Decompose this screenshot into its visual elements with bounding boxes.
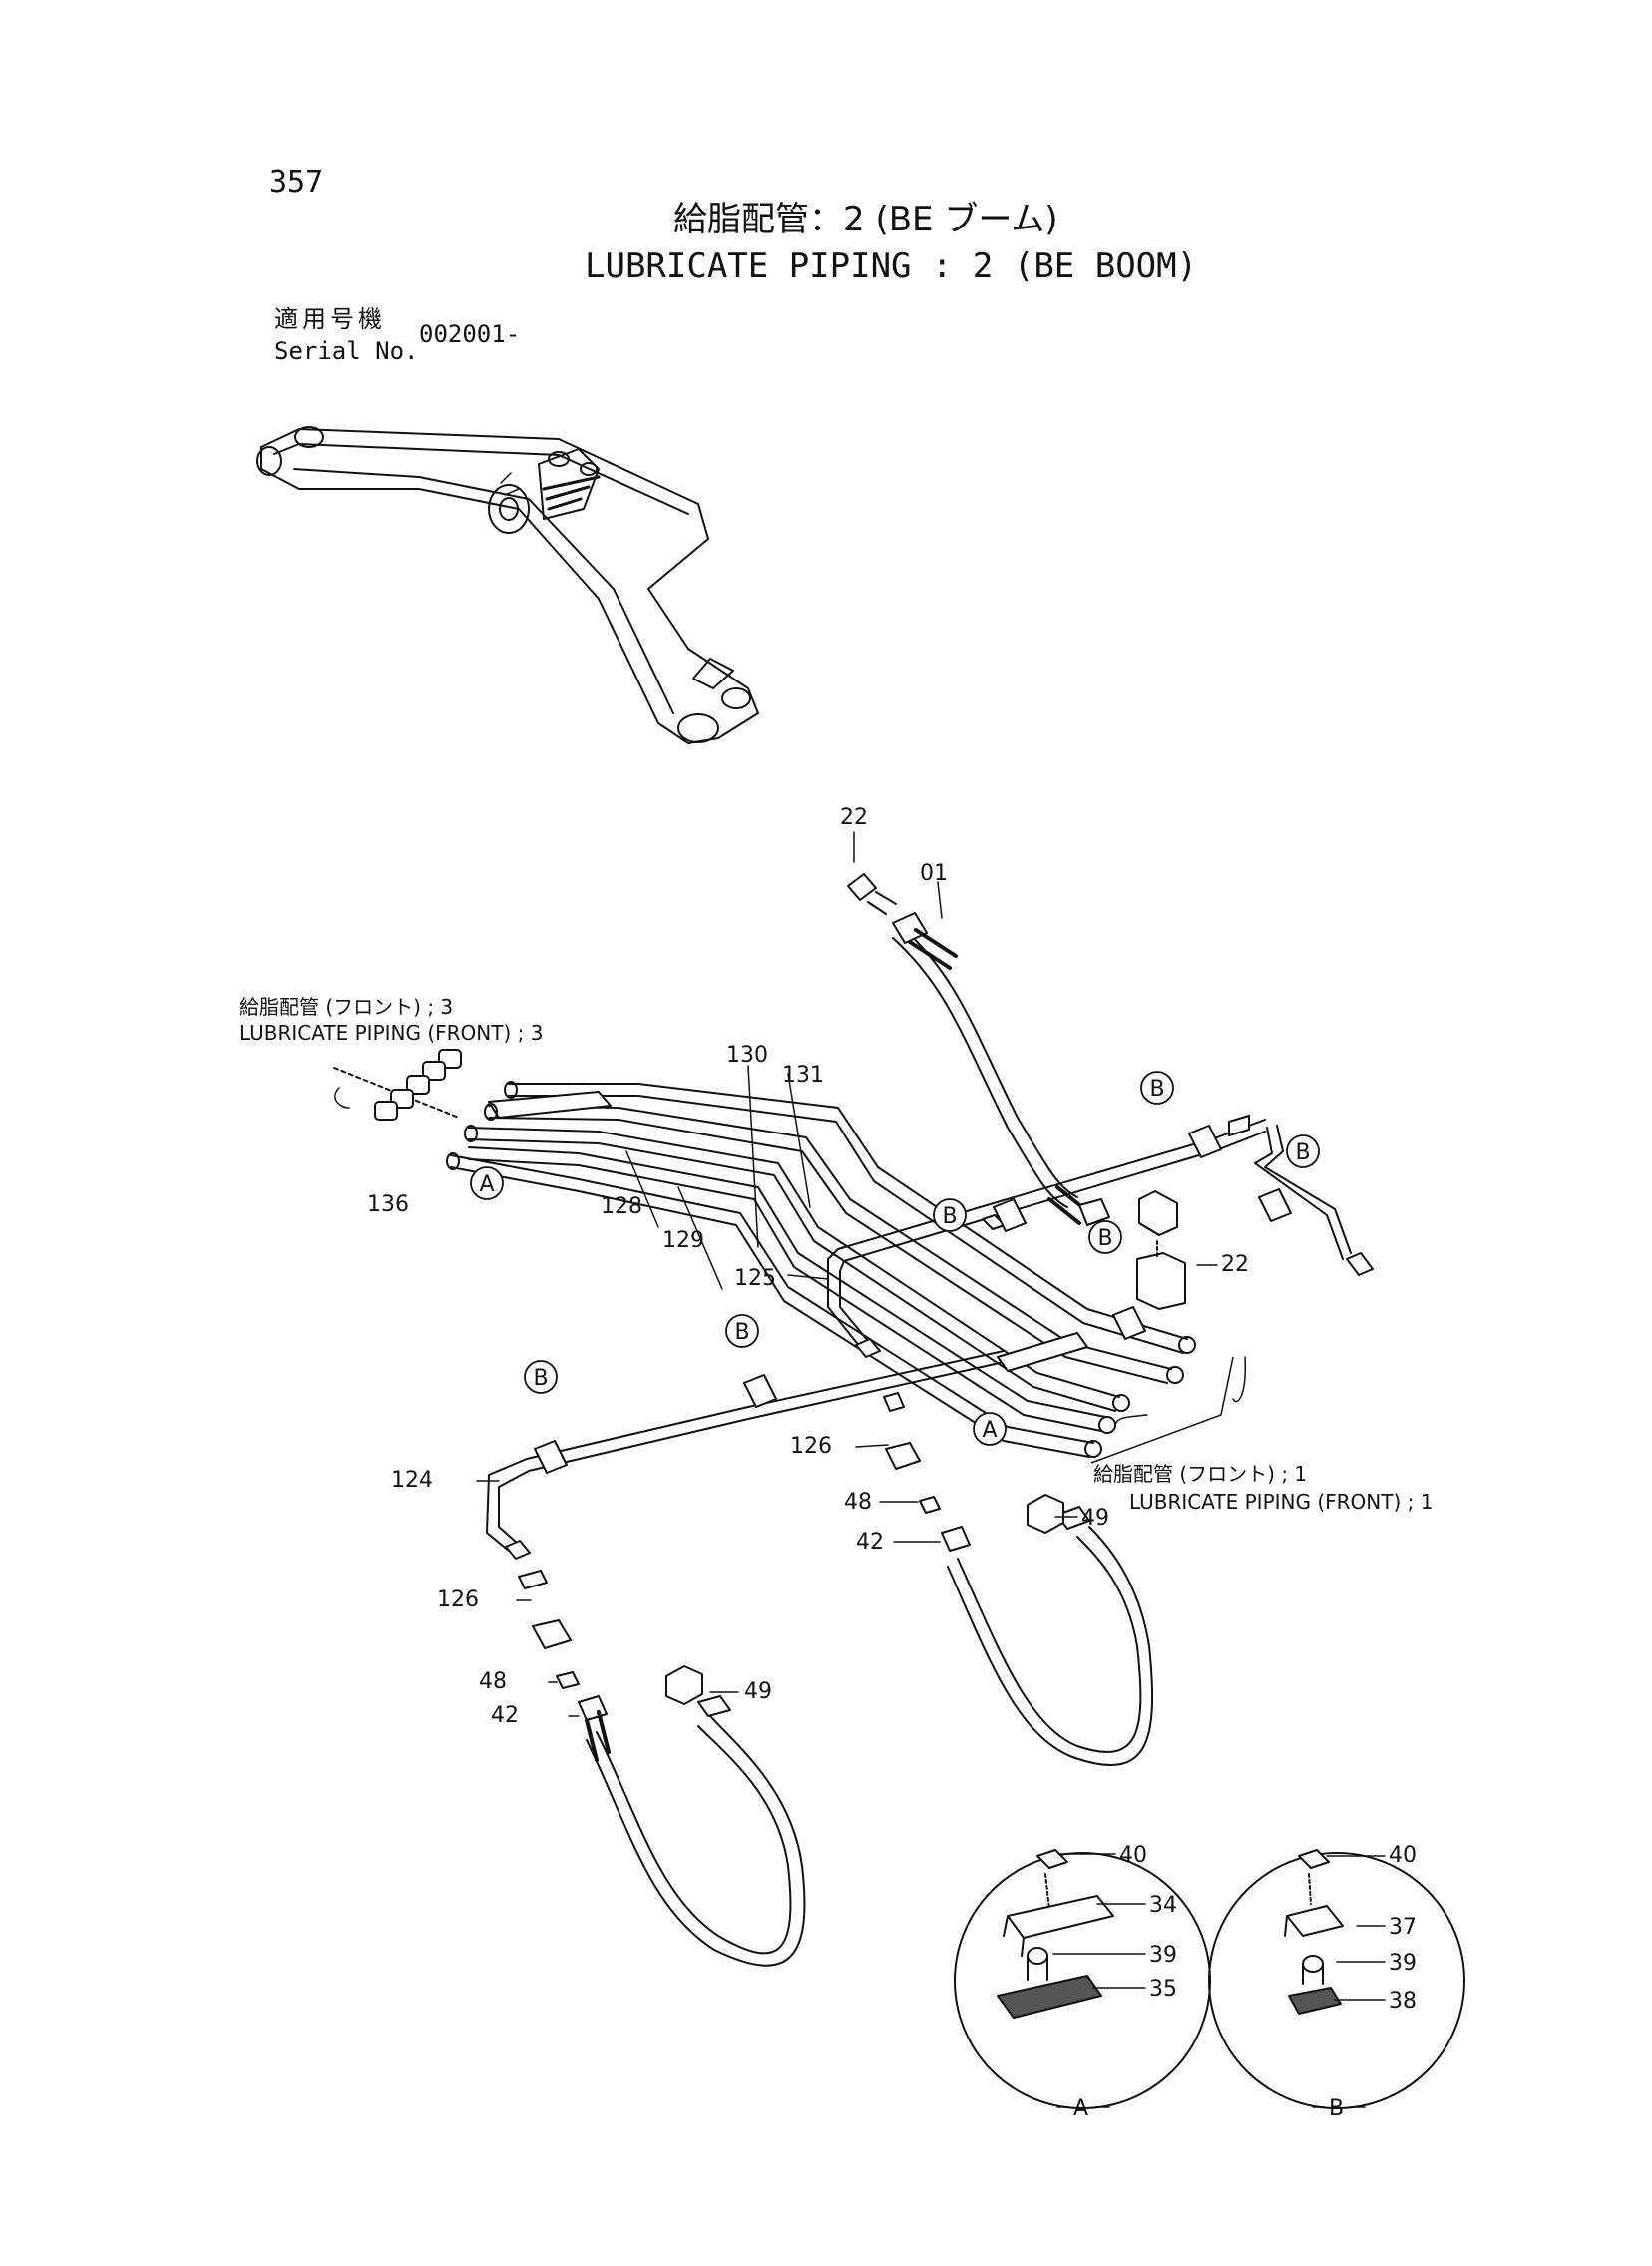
label-129: 129 (662, 1228, 704, 1253)
serial-label-japanese: 適用号機 (274, 305, 386, 333)
serial-number-value: 002001- (419, 320, 521, 348)
pipe-124 (486, 1350, 1005, 1560)
detail-b-caption: B (1329, 2096, 1344, 2121)
detail-b-label-37: 37 (1389, 1915, 1417, 1940)
label-22-top: 22 (840, 805, 868, 830)
reference-brackets (1090, 1356, 1234, 1464)
label-49-left: 49 (744, 1679, 772, 1704)
ref-front1-jp: 給脂配管 (フロント) ; 1 (1093, 1462, 1307, 1486)
pipe-125 (827, 1115, 1266, 1358)
label-124: 124 (391, 1468, 433, 1493)
serial-label-english: Serial No. (274, 337, 419, 365)
hose-group-left (518, 1570, 806, 1967)
elbow-22-lower (1136, 1190, 1186, 1310)
label-49-right: 49 (1081, 1506, 1109, 1531)
reference-notes: 給脂配管 (フロント) ; 3 LUBRICATE PIPING (FRONT)… (239, 995, 1433, 1514)
label-48-right: 48 (844, 1490, 872, 1515)
page-number: 357 (269, 165, 324, 200)
detail-b-label-39: 39 (1389, 1951, 1417, 1976)
callout-b-2: B (1295, 1140, 1310, 1165)
detail-a-label-39: 39 (1149, 1943, 1177, 1968)
label-126-left: 126 (437, 1587, 479, 1612)
label-42-right: 42 (856, 1530, 884, 1555)
detail-b-label-40: 40 (1389, 1843, 1417, 1868)
label-131: 131 (782, 1063, 824, 1088)
label-48-left: 48 (479, 1669, 507, 1694)
detail-a-label-34: 34 (1149, 1893, 1177, 1918)
label-130: 130 (726, 1043, 768, 1068)
title-japanese: 給脂配管：2 (BE ブーム) (673, 200, 1058, 239)
label-126-right: 126 (790, 1434, 832, 1459)
label-42-left: 42 (491, 1703, 519, 1728)
detail-a-caption: A (1073, 2096, 1088, 2121)
ref-front3-jp: 給脂配管 (フロント) ; 3 (239, 995, 453, 1019)
callout-letters: B B B B B B A A (479, 1077, 1310, 1443)
label-125: 125 (734, 1266, 776, 1291)
callout-b-4: B (1097, 1226, 1112, 1251)
label-01: 01 (920, 861, 948, 886)
pipe-right-branch (1254, 1125, 1374, 1276)
callout-a-1: A (479, 1172, 494, 1197)
detail-leaders-a (1052, 1853, 1366, 2108)
label-136: 136 (367, 1192, 409, 1217)
leader-lines (334, 831, 1246, 1717)
ref-front3-en: LUBRICATE PIPING (FRONT) ; 3 (239, 1021, 543, 1045)
fittings-136 (333, 1049, 462, 1121)
label-128: 128 (601, 1194, 642, 1219)
title-english: LUBRICATE PIPING : 2 (BE BOOM) (585, 246, 1198, 286)
boom-overview-illustration (256, 426, 759, 744)
part-labels: 22 01 130 131 136 128 129 22 125 124 126… (367, 805, 1417, 2121)
ref-front1-en: LUBRICATE PIPING (FRONT) ; 1 (1129, 1490, 1433, 1514)
callout-b-3: B (942, 1204, 957, 1229)
callout-a-2: A (982, 1418, 997, 1443)
detail-a-label-40: 40 (1119, 1843, 1147, 1868)
detail-a-label-35: 35 (1149, 1977, 1177, 2002)
hose-01 (847, 873, 1110, 1226)
callout-b-5: B (734, 1320, 749, 1345)
callout-circles (470, 1071, 1320, 1446)
detail-circle-b (1208, 1849, 1465, 2109)
hose-group-right (883, 1392, 1154, 1766)
callout-b-6: B (533, 1366, 548, 1391)
pipe-bundle-128-131 (446, 1081, 1196, 1458)
detail-b-label-38: 38 (1389, 1989, 1417, 2014)
callout-b-1: B (1149, 1077, 1164, 1102)
clamp-brackets (534, 1125, 1292, 1474)
label-22-right: 22 (1221, 1252, 1249, 1277)
